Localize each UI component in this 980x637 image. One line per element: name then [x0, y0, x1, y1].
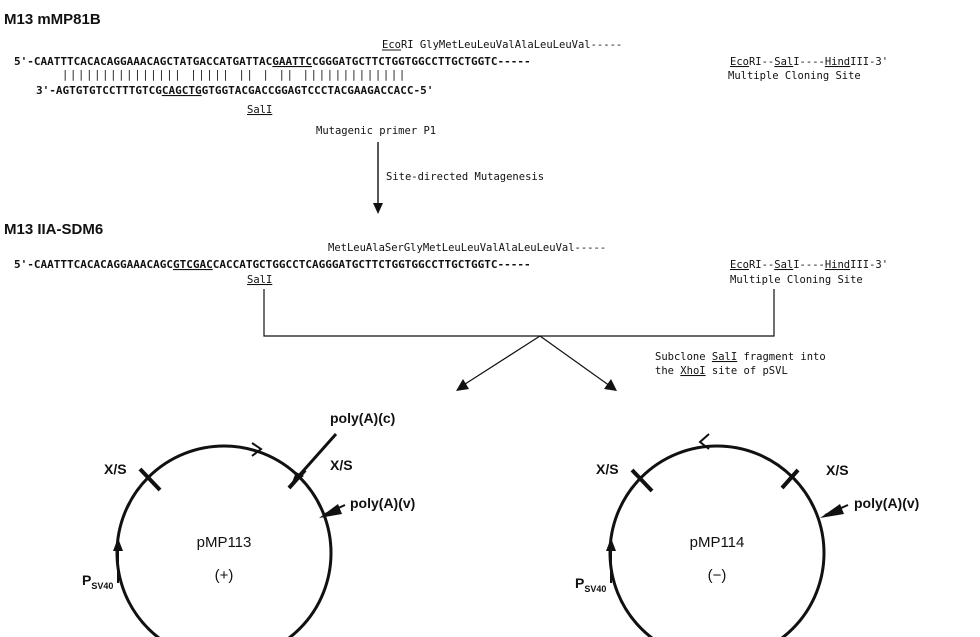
pmp114-left-cut-mark: [630, 468, 654, 493]
pmp113-site-right: X/S: [330, 457, 353, 473]
top-sense-prefix: 5'-CAATTTCACACAGGAAACAGCTATGACCATGATTAC: [14, 55, 272, 68]
pmp114-polya-v-head: [820, 504, 844, 518]
middle-mcs-label: Multiple Cloning Site: [730, 274, 863, 286]
top-mcs-map: EcoRI--SalI----HindIII-3': [730, 56, 888, 68]
mutagenesis-step-label: Site-directed Mutagenesis: [386, 171, 544, 183]
top-mcs-label: Multiple Cloning Site: [728, 70, 861, 82]
subclone-note-line2: the XhoI site of pSVL: [655, 365, 788, 377]
top-sense-ecori: GAATTC: [272, 55, 312, 68]
pmp113-promoter-head: [113, 538, 123, 551]
pmp113-left-cut-mark: [138, 467, 162, 492]
middle-construct-title: M13 IIA-SDM6: [4, 221, 103, 238]
pmp113-promoter-label: PSV40: [82, 572, 113, 591]
pmp114-promoter-label: PSV40: [575, 575, 606, 594]
middle-sense-sal: GTCGAC: [173, 258, 213, 271]
top-mcs-hind: Hind: [825, 56, 850, 68]
pmp113-name: pMP113: [197, 534, 252, 551]
pmp113-orientation-arrow: [251, 442, 263, 457]
pmp114-site-left: X/S: [596, 461, 619, 477]
pmp113-polya-c-line: [294, 433, 338, 480]
arrow-to-pmp113: [461, 335, 541, 387]
arrow-to-pmp114: [539, 335, 611, 387]
plasmid-pmp114: X/S X/S poly(A)(v) PSV40 pMP114 (−): [575, 433, 919, 637]
top-primer-strand: 3'-AGTGTGTCCTTTGTCGCAGCTGGTGGTACGACCGGAG…: [36, 84, 433, 97]
top-sense-strand: 5'-CAATTTCACACAGGAAACAGCTATGACCATGATTACG…: [14, 55, 531, 68]
top-sense-rest: CGGGATGCTTCTGGTGGCCTTGCTGGTC-----: [312, 55, 531, 68]
top-base-pairing-ticks: ||||||||||||||| ||||| || | || ||||||||||…: [62, 69, 407, 81]
pmp113-polya-c-label: poly(A)(c): [330, 410, 395, 426]
top-mcs-end: III-3': [850, 56, 888, 68]
pmp114-polya-v-label: poly(A)(v): [854, 495, 919, 511]
middle-mcs-eco: Eco: [730, 259, 749, 271]
top-primer-rest: GTGGTACGACCGGAGTCCCTACGAAGACCACC-5': [202, 84, 434, 97]
pmp114-promoter-head: [606, 538, 616, 551]
middle-mcs-map: EcoRI--SalI----HindIII-3': [730, 259, 888, 271]
pmp114-orientation: (−): [708, 567, 727, 584]
primer-label: Mutagenic primer P1: [316, 125, 436, 137]
top-primer-sal: CAGCTG: [162, 84, 202, 97]
pmp113-site-left: X/S: [104, 461, 127, 477]
top-construct-title: M13 mMP81B: [4, 11, 101, 28]
top-primer-prefix: 3'-AGTGTGTCCTTTGTCG: [36, 84, 162, 97]
pmp114-name: pMP114: [690, 534, 745, 551]
middle-sense-rest: CACCATGCTGGCCTCAGGGATGCTTCTGGTGGCCTTGCTG…: [213, 258, 531, 271]
pmp113-orientation: (+): [215, 567, 234, 584]
arrow-to-pmp114-head: [604, 379, 617, 391]
middle-mcs-end: III-3': [850, 259, 888, 271]
top-sali-label: SalI: [247, 104, 272, 116]
pmp114-site-right: X/S: [826, 462, 849, 478]
pmp114-orientation-arrow: [698, 433, 710, 450]
middle-amino-acid-label: MetLeuAlaSerGlyMetLeuLeuValAlaLeuLeuVal-…: [328, 242, 606, 254]
middle-mcs-sal-tail: I----: [793, 259, 825, 271]
mutagenesis-arrow-head: [373, 203, 383, 214]
top-amino-acid-label: EcoRI GlyMetLeuLeuValAlaLeuLeuVal-----: [382, 39, 622, 51]
arrow-to-pmp113-head: [456, 379, 469, 391]
top-mcs-tail: RI--: [749, 56, 774, 68]
pmp114-right-cut-mark: [780, 468, 800, 490]
pmp113-polya-v-label: poly(A)(v): [350, 495, 415, 511]
middle-sense-prefix: 5'-CAATTTCACACAGGAAACAGC: [14, 258, 173, 271]
pmp113-polya-c-head: [291, 472, 304, 485]
sali-fragment-bracket: [263, 289, 775, 337]
top-mcs-sal: Sal: [774, 56, 793, 68]
pmp113-polya-v-head: [319, 504, 342, 518]
middle-mcs-tail: RI--: [749, 259, 774, 271]
top-mcs-sal-tail: I----: [793, 56, 825, 68]
middle-mcs-hind: Hind: [825, 259, 850, 271]
middle-sense-strand: 5'-CAATTTCACACAGGAAACAGCGTCGACCACCATGCTG…: [14, 258, 531, 271]
top-mcs-eco: Eco: [730, 56, 749, 68]
middle-sali-label: SalI: [247, 274, 272, 286]
plasmid-pmp113: X/S X/S poly(A)(c) poly(A)(v) PSV40 pMP1…: [82, 410, 415, 637]
middle-mcs-sal: Sal: [774, 259, 793, 271]
subclone-note-line1: Subclone SalI fragment into: [655, 351, 826, 363]
